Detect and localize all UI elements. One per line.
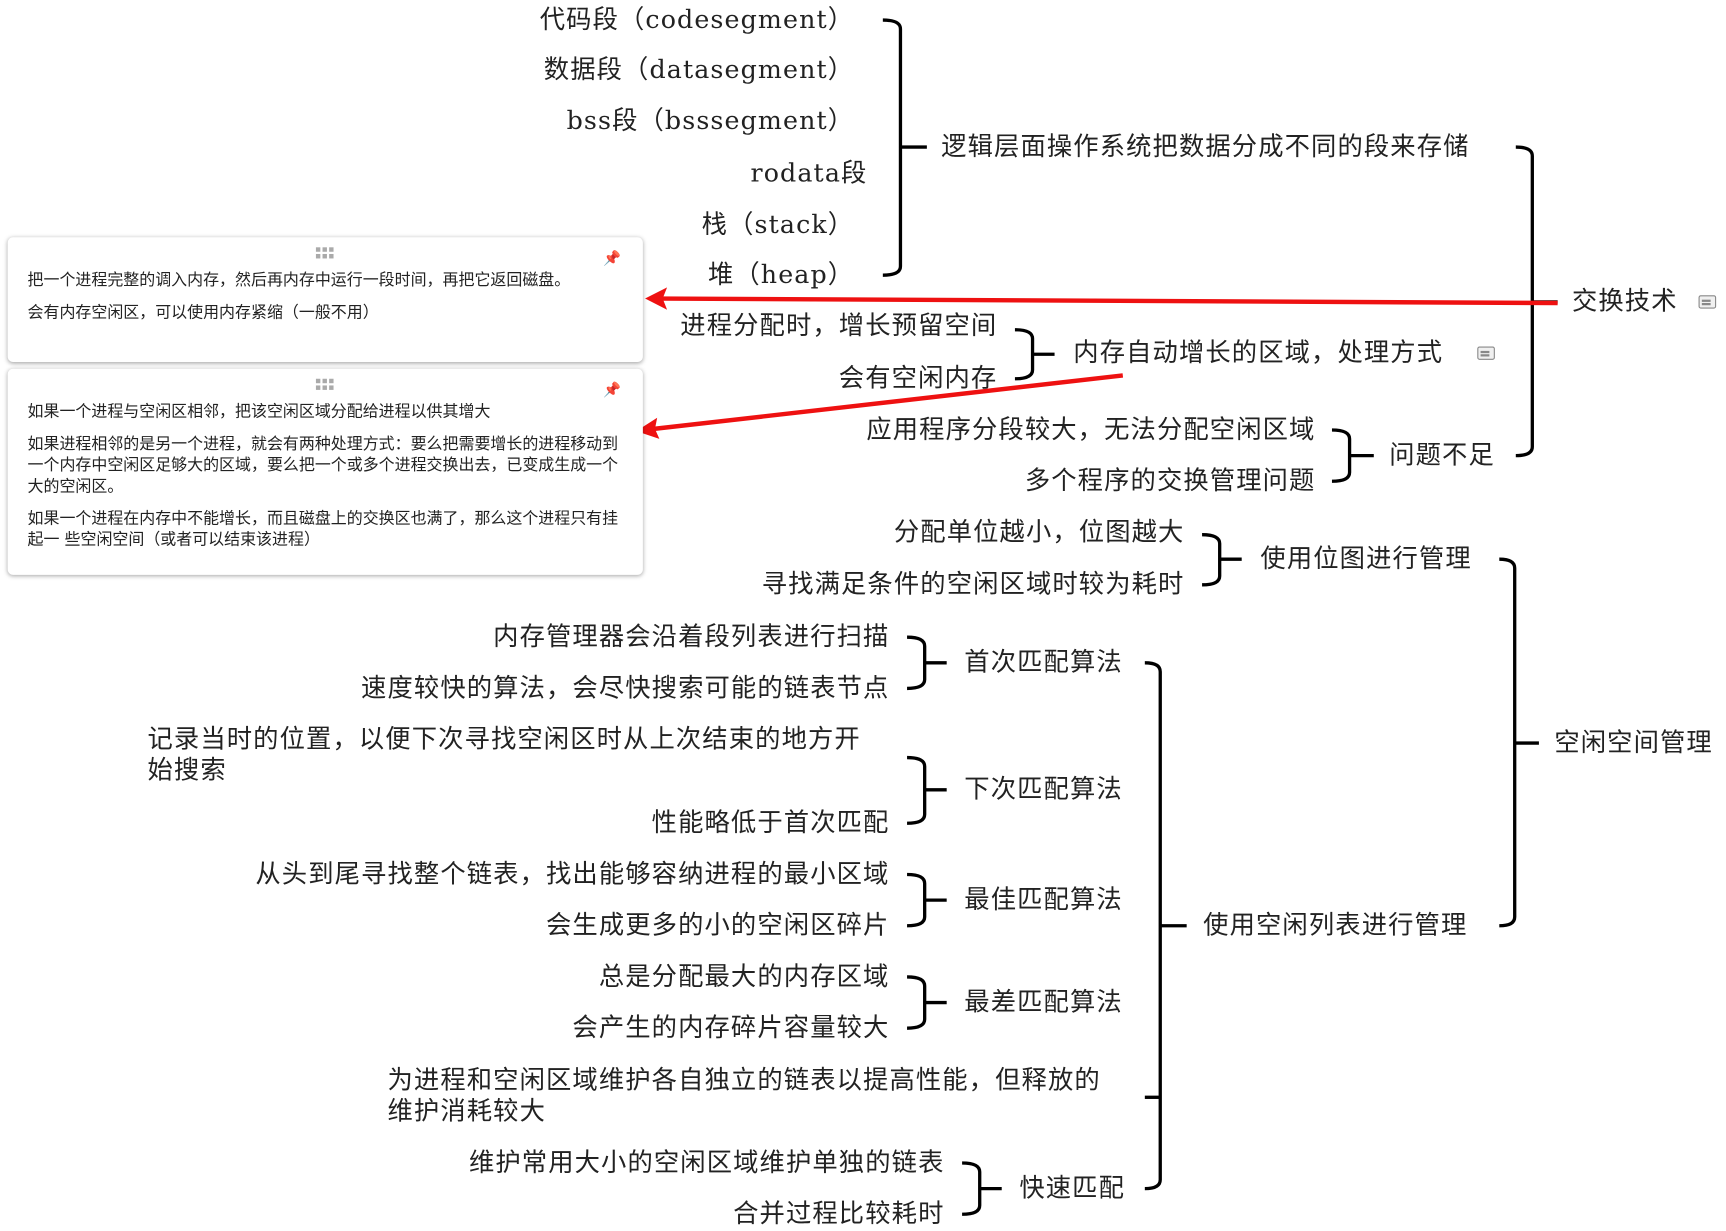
brace-connector [907, 635, 947, 691]
note-paragraph: 如果一个进程在内存中不能增长，而且磁盘上的交换区也满了，那么这个进程只有挂起一 … [27, 510, 619, 550]
node-rodata-segment[interactable]: rodata段 [750, 159, 868, 189]
node-bitmap-slow[interactable]: 寻找满足条件的空闲区域时较为耗时 [761, 570, 1185, 600]
node-quick-merge[interactable]: 合并过程比较耗时 [733, 1199, 945, 1229]
note-paragraph: 把一个进程完整的调入内存，然后再内存中运行一段时间，再把它返回磁盘。 [27, 271, 571, 290]
arrowhead-icon [636, 417, 660, 439]
node-first-fast[interactable]: 速度较快的算法，会尽快搜索可能的链表节点 [361, 673, 890, 703]
brace-connector [882, 18, 927, 277]
brace-connector [1202, 533, 1242, 587]
node-logic-segments[interactable]: 逻辑层面操作系统把数据分成不同的段来存储 [941, 132, 1470, 162]
node-quick-lists[interactable]: 维护常用大小的空闲区域维护单独的链表 [468, 1148, 945, 1178]
node-free-memory[interactable]: 会有空闲内存 [838, 364, 998, 394]
node-bss-segment[interactable]: bss段（bsssegment） [566, 106, 855, 136]
red-arrow-line [653, 373, 1124, 432]
brace-connector [907, 755, 947, 825]
pin-icon[interactable]: 📌 [603, 382, 621, 399]
brace-connector [907, 975, 947, 1030]
brace-connector [1144, 661, 1187, 1191]
node-bitmap[interactable]: 使用位图进行管理 [1260, 544, 1472, 574]
arrowhead-icon [645, 287, 668, 310]
node-large-segments[interactable]: 应用程序分段较大，无法分配空闲区域 [866, 415, 1316, 445]
node-best-fit[interactable]: 最佳匹配算法 [964, 885, 1123, 915]
brace-connector [1014, 328, 1055, 381]
brace-connector [1499, 557, 1539, 928]
node-free-list[interactable]: 使用空闲列表进行管理 [1203, 911, 1468, 941]
brace-connector [962, 1161, 1002, 1216]
drag-handle-icon[interactable] [315, 378, 336, 392]
node-bitmap-size[interactable]: 分配单位越小，位图越大 [893, 518, 1185, 547]
node-next-perf[interactable]: 性能略低于首次匹配 [651, 808, 890, 838]
node-auto-grow[interactable]: 内存自动增长的区域，处理方式 [1073, 338, 1444, 368]
note-popup-grow: 📌 如果一个进程与空闲区相邻，把该空闲区域分配给进程以供其增大 如果进程相邻的是… [7, 368, 643, 575]
node-first-fit[interactable]: 首次匹配算法 [964, 648, 1123, 678]
note-icon[interactable] [1477, 346, 1495, 360]
node-data-segment[interactable]: 数据段（datasegment） [543, 55, 855, 85]
node-swap-technique[interactable]: 交换技术 [1571, 287, 1678, 317]
note-icon[interactable] [1698, 295, 1717, 309]
note-paragraph: 会有内存空闲区，可以使用内存紧缩（一般不用） [27, 304, 379, 322]
drag-handle-icon[interactable] [315, 247, 336, 260]
node-problems[interactable]: 问题不足 [1389, 441, 1495, 471]
red-arrow-line [660, 296, 1558, 306]
node-next-fit[interactable]: 下次匹配算法 [964, 775, 1123, 805]
node-separate-lists[interactable]: 为进程和空闲区域维护各自独立的链表以提高性能，但释放的维护消耗较大 [387, 1066, 1101, 1127]
node-free-space[interactable]: 空闲空间管理 [1554, 728, 1713, 758]
note-paragraph: 如果进程相邻的是另一个进程，就会有两种处理方式：要么把需要增长的进程移动到一个内… [27, 435, 619, 496]
node-heap[interactable]: 堆（heap） [707, 260, 855, 290]
node-worst-fragments[interactable]: 会产生的内存碎片容量较大 [572, 1013, 890, 1043]
node-best-search[interactable]: 从头到尾寻找整个链表，找出能够容纳进程的最小区域 [255, 860, 890, 889]
node-best-fragments[interactable]: 会生成更多的小的空闲区碎片 [545, 911, 890, 941]
node-first-scan[interactable]: 内存管理器会沿着段列表进行扫描 [493, 622, 890, 652]
node-worst-fit[interactable]: 最差匹配算法 [964, 988, 1123, 1018]
brace-connector [1331, 428, 1374, 483]
node-quick-fit[interactable]: 快速匹配 [1019, 1174, 1126, 1204]
pin-icon[interactable]: 📌 [603, 250, 621, 268]
node-swap-management[interactable]: 多个程序的交换管理问题 [1024, 466, 1316, 496]
node-grow-reserve[interactable]: 进程分配时，增长预留空间 [680, 311, 998, 341]
note-paragraph: 如果一个进程与空闲区相邻，把该空闲区域分配给进程以供其增大 [27, 403, 491, 422]
node-next-record[interactable]: 记录当时的位置，以便下次寻找空闲区时从上次结束的地方开始搜索 [147, 725, 861, 786]
node-stack[interactable]: 栈（stack） [701, 210, 855, 240]
brace-connector [907, 872, 947, 928]
node-worst-largest[interactable]: 总是分配最大的内存区域 [598, 962, 890, 992]
node-code-segment[interactable]: 代码段（codesegment） [539, 5, 855, 35]
note-popup-swap: 📌 把一个进程完整的调入内存，然后再内存中运行一段时间，再把它返回磁盘。 会有内… [7, 237, 643, 363]
